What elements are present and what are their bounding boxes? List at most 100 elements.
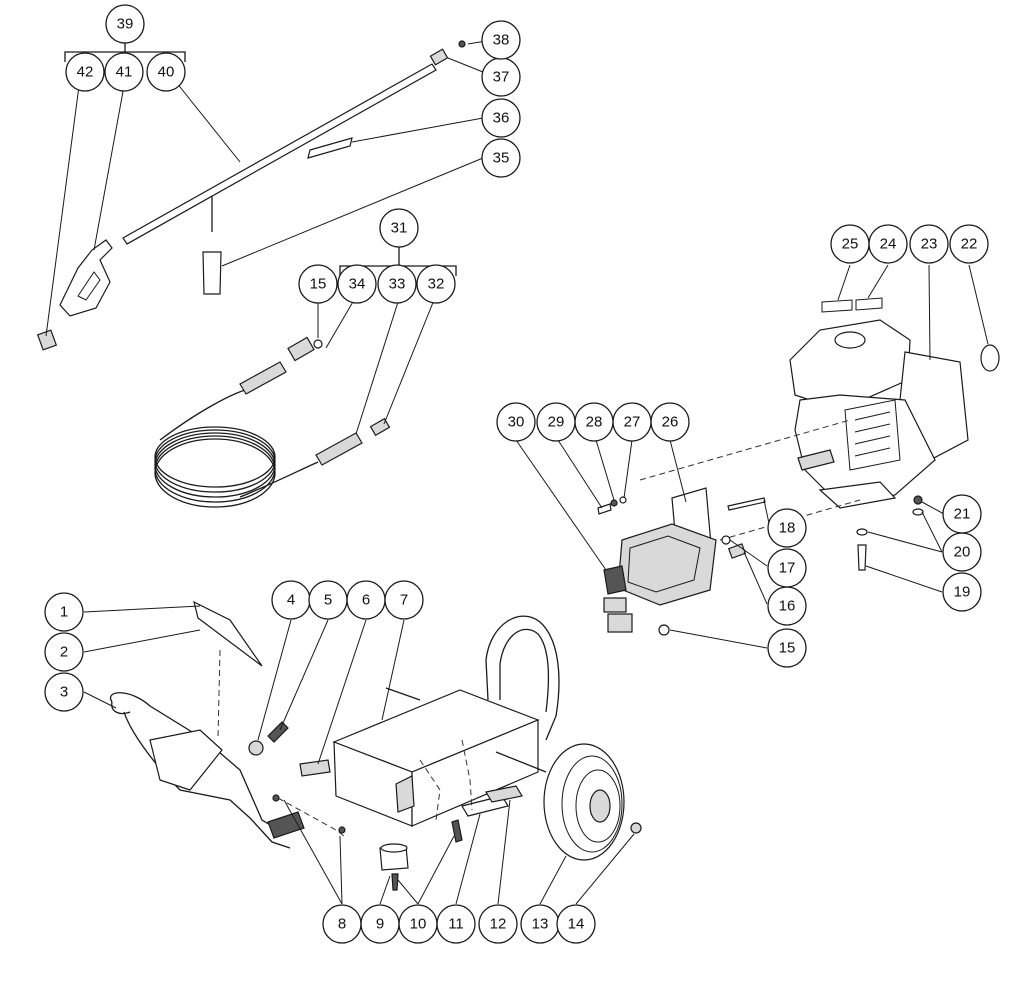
shaft-key (728, 498, 765, 510)
frame-group (84, 602, 641, 904)
svg-text:31: 31 (391, 220, 408, 237)
nut-21 (914, 496, 922, 504)
nut-8b (339, 827, 345, 833)
svg-text:15: 15 (779, 640, 796, 657)
fuel-cap (835, 332, 865, 348)
svg-text:21: 21 (954, 506, 971, 523)
callout-16: 16 (768, 587, 806, 625)
svg-text:26: 26 (662, 414, 679, 431)
svg-text:29: 29 (548, 414, 565, 431)
label-22 (981, 345, 999, 371)
fitting-5 (268, 722, 288, 742)
wheel-nut (631, 823, 641, 833)
foot-bolt (392, 874, 398, 890)
callout-23: 23 (910, 225, 948, 263)
svg-text:42: 42 (77, 64, 94, 81)
callout-11: 11 (437, 905, 475, 943)
svg-text:12: 12 (490, 916, 507, 933)
callout-25: 25 (831, 225, 869, 263)
svg-text:24: 24 (880, 236, 897, 253)
callout-32: 32 (417, 265, 455, 303)
wand-grip (308, 138, 352, 158)
callout-24: 24 (869, 225, 907, 263)
callout-17: 17 (768, 549, 806, 587)
hose-crimp-bottom (316, 433, 362, 465)
callout-34: 34 (338, 265, 376, 303)
wheel-hub (590, 790, 610, 822)
decal-24 (856, 298, 882, 310)
pump-group (516, 440, 770, 648)
decal-1 (194, 602, 262, 666)
svg-text:34: 34 (349, 276, 366, 293)
callout-7: 7 (385, 581, 423, 619)
svg-text:38: 38 (493, 32, 510, 49)
callout-33: 33 (378, 265, 416, 303)
callout-3: 3 (45, 673, 83, 711)
callout-40: 40 (147, 53, 185, 91)
hose-lead-top (160, 390, 245, 440)
oring-38 (459, 41, 465, 47)
fitting-4 (249, 741, 263, 755)
callout-42: 42 (66, 53, 104, 91)
callout-41: 41 (105, 53, 143, 91)
svg-text:2: 2 (60, 644, 68, 661)
wand-group (38, 40, 492, 350)
callout-9: 9 (361, 905, 399, 943)
callout-6: 6 (347, 581, 385, 619)
svg-text:4: 4 (287, 592, 295, 609)
callout-38: 38 (482, 21, 520, 59)
svg-text:25: 25 (842, 236, 859, 253)
unloader (604, 566, 626, 594)
gun-holder (268, 812, 304, 838)
svg-text:30: 30 (508, 414, 525, 431)
svg-text:37: 37 (493, 69, 510, 86)
callout-35: 35 (482, 139, 520, 177)
svg-text:19: 19 (954, 584, 971, 601)
svg-text:28: 28 (586, 414, 603, 431)
svg-text:40: 40 (158, 64, 175, 81)
svg-text:17: 17 (779, 560, 796, 577)
svg-text:14: 14 (568, 916, 585, 933)
nozzle-coupler (430, 49, 447, 65)
outlet-fitting-a (604, 598, 626, 612)
callout-8: 8 (323, 905, 361, 943)
oring-15-pump (659, 625, 669, 635)
svg-text:41: 41 (116, 64, 133, 81)
callout-31: 31 (380, 209, 418, 247)
callout-22: 22 (950, 225, 988, 263)
svg-text:13: 13 (532, 916, 549, 933)
nozzle-tube (203, 252, 221, 294)
callout-4: 4 (272, 581, 310, 619)
callout-1: 1 (45, 593, 83, 631)
callout-5: 5 (309, 581, 347, 619)
svg-text:35: 35 (493, 150, 510, 167)
gun-swivel (38, 330, 57, 350)
svg-text:27: 27 (624, 414, 641, 431)
svg-text:22: 22 (961, 236, 978, 253)
decal-25 (822, 300, 852, 312)
svg-text:10: 10 (410, 916, 427, 933)
callout-21: 21 (943, 495, 981, 533)
svg-text:15: 15 (310, 276, 327, 293)
svg-text:5: 5 (324, 592, 332, 609)
svg-text:3: 3 (60, 684, 68, 701)
bolt-10 (452, 820, 462, 842)
svg-text:11: 11 (448, 916, 464, 933)
svg-text:8: 8 (338, 916, 346, 933)
washer-20a (913, 509, 923, 515)
hose-coupler (288, 337, 314, 360)
spray-gun (60, 240, 112, 316)
outlet-fitting-b (608, 614, 632, 632)
bolt-19 (858, 545, 866, 570)
svg-text:9: 9 (376, 916, 384, 933)
svg-text:7: 7 (400, 592, 408, 609)
plug-17 (722, 536, 730, 544)
callout-2: 2 (45, 633, 83, 671)
callout-36: 36 (482, 99, 520, 137)
svg-text:33: 33 (389, 276, 406, 293)
washer-28 (611, 500, 617, 506)
callout-19: 19 (943, 573, 981, 611)
callout-15-pump: 15 (768, 629, 806, 667)
